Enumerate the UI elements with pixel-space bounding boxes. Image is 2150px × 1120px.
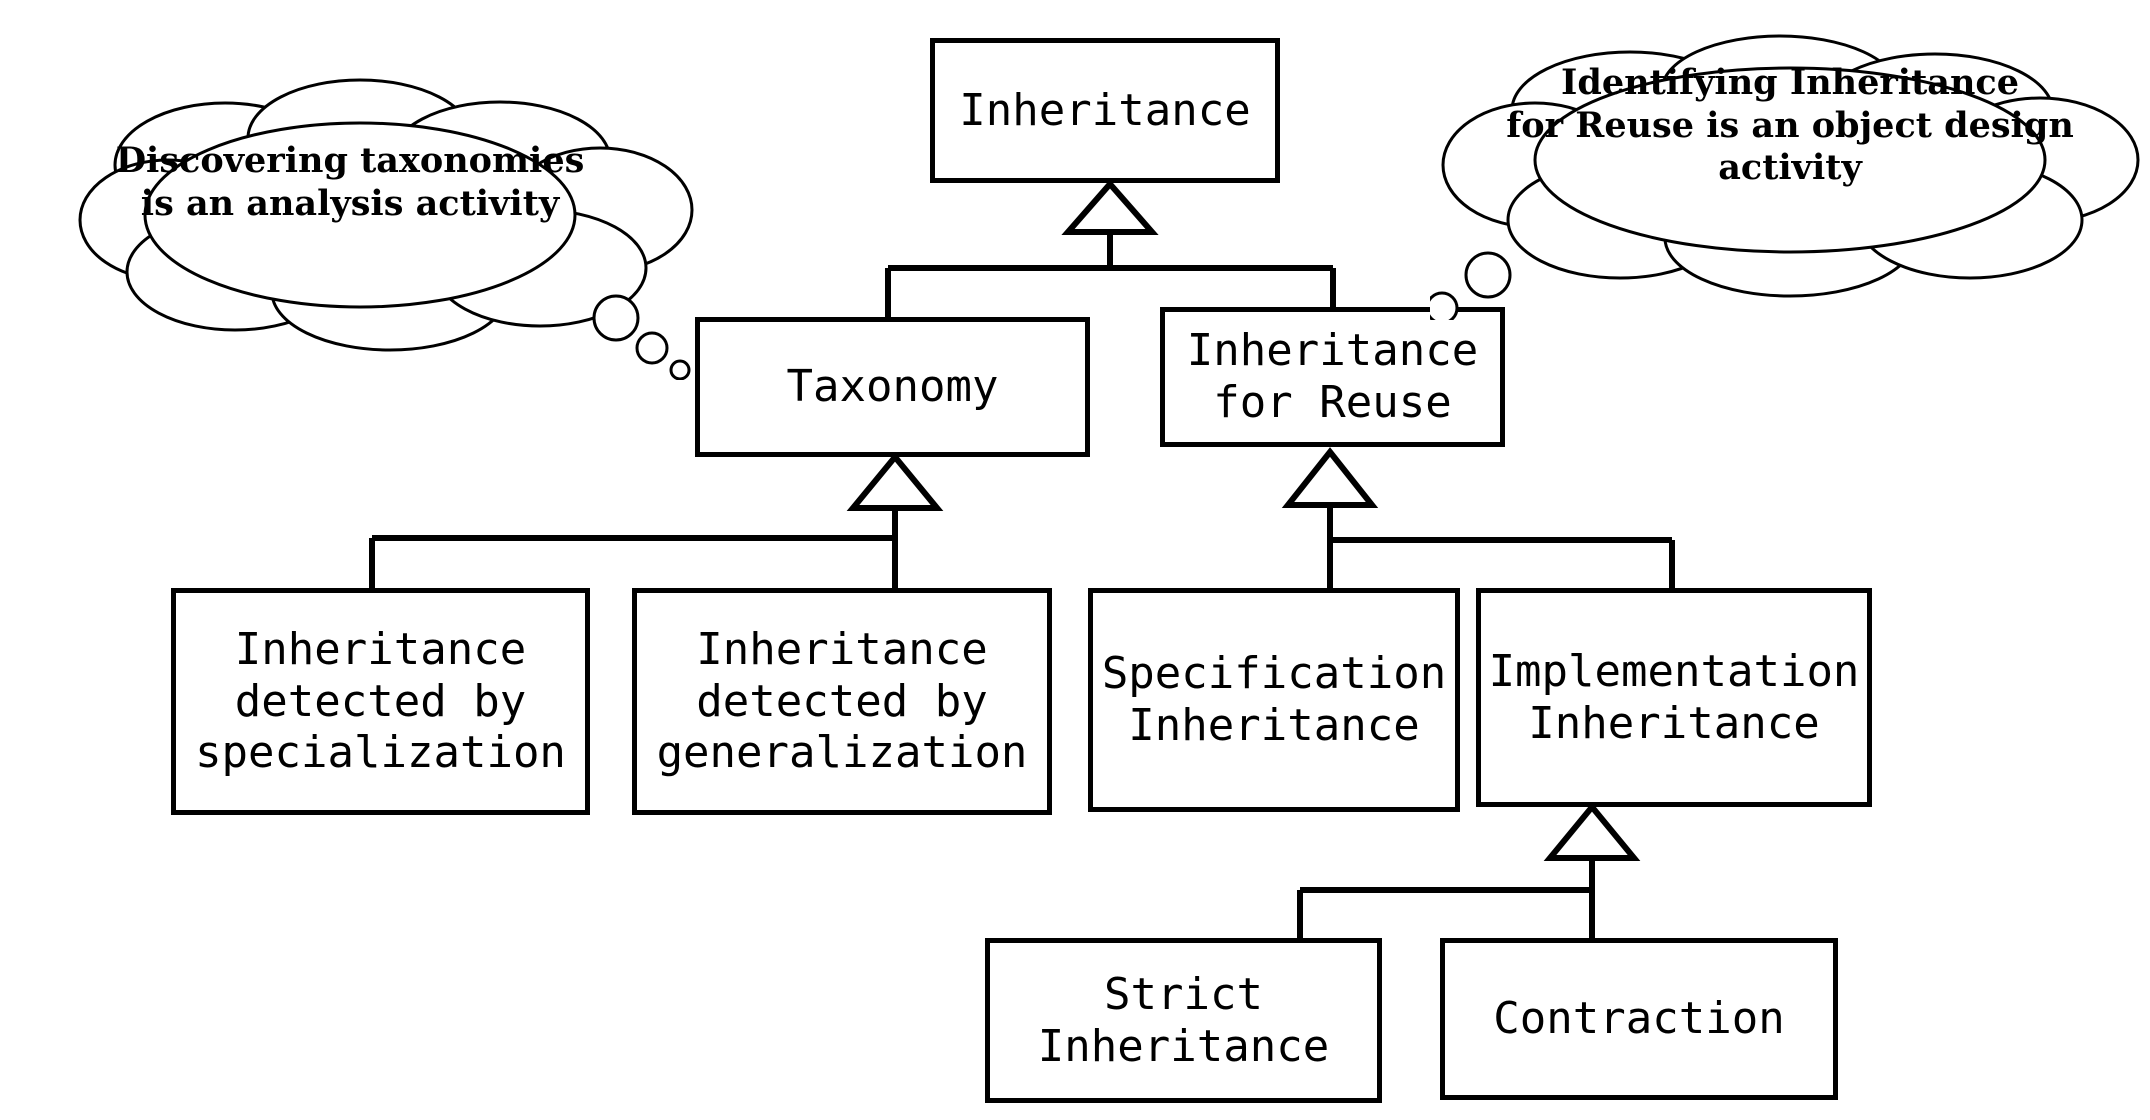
class-box-specification-inheritance[interactable]: Specification Inheritance — [1088, 588, 1460, 812]
generalization-triangle — [846, 452, 944, 511]
class-box-inheritance-for-reuse-label: Inheritance for Reuse — [1186, 325, 1479, 428]
class-box-taxonomy[interactable]: Taxonomy — [695, 317, 1090, 457]
class-box-inheritance-label: Inheritance — [959, 84, 1251, 136]
class-box-contraction-label: Contraction — [1493, 993, 1785, 1045]
thought-bubble-left-shape — [78, 78, 694, 380]
class-box-implementation-inheritance-label: Implementation Inheritance — [1488, 645, 1860, 749]
thought-bubble-right-shape — [1430, 34, 2140, 320]
generalization-triangle — [1061, 179, 1159, 235]
class-box-specification-inheritance-label: Specification Inheritance — [1101, 648, 1447, 751]
thought-bubble-left-text: Discovering taxonomies is an analysis ac… — [115, 140, 585, 224]
class-box-strict-inheritance[interactable]: Strict Inheritance — [985, 938, 1382, 1103]
generalization-triangle — [1281, 447, 1379, 508]
class-box-inheritance[interactable]: Inheritance — [930, 38, 1280, 183]
class-box-strict-inheritance-label: Strict Inheritance — [1037, 968, 1330, 1072]
generalization-triangle — [1543, 802, 1641, 861]
class-box-taxonomy-label: Taxonomy — [786, 361, 999, 413]
class-box-inheritance-detected-by-generalization-label: Inheritance detected by generalization — [656, 623, 1028, 779]
class-box-inheritance-detected-by-specialization[interactable]: Inheritance detected by specialization — [171, 588, 590, 815]
class-box-inheritance-detected-by-specialization-label: Inheritance detected by specialization — [195, 623, 566, 779]
class-box-contraction[interactable]: Contraction — [1440, 938, 1838, 1100]
class-box-inheritance-for-reuse[interactable]: Inheritance for Reuse — [1160, 307, 1505, 447]
thought-bubble-right-text: Identifying Inheritance for Reuse is an … — [1506, 62, 2074, 189]
class-box-inheritance-detected-by-generalization[interactable]: Inheritance detected by generalization — [632, 588, 1052, 815]
class-box-implementation-inheritance[interactable]: Implementation Inheritance — [1476, 588, 1872, 807]
